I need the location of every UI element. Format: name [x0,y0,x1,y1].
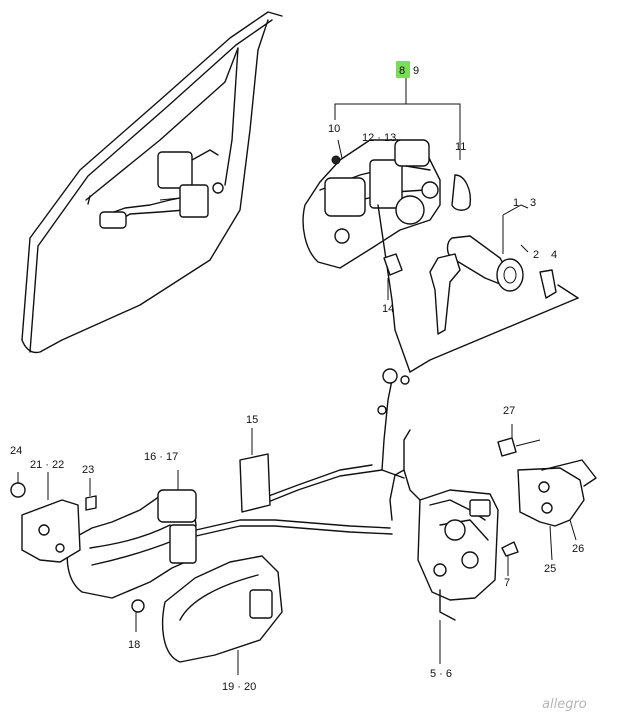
part-label-14: 14 [382,303,394,315]
inside-handle-bezel [161,555,283,675]
part-label-5-6: 5 · 6 [430,668,452,680]
part-label-7: 7 [504,577,510,589]
part-label-25: 25 [544,563,556,575]
door-latch [417,489,519,664]
part-label-27: 27 [503,405,515,417]
door-frame-outline [21,11,283,354]
outside-door-handle [302,139,472,373]
part-label-9: 9 [413,65,419,77]
linkage-rods [195,297,579,537]
part-label-24: 24 [10,445,22,457]
part-label-23: 23 [82,464,94,476]
part-label-1: 1 [513,197,519,209]
handle-bracket [10,472,97,563]
key-cylinder [429,235,579,335]
door-lock-rod-assembly-in-door [99,149,224,229]
part-label-16-17: 16 · 17 [144,451,178,463]
part-label-21-22: 21 · 22 [30,459,64,471]
part-label-2: 2 [533,249,539,261]
bolt-14 [383,253,403,300]
part-label-3: 3 [530,197,536,209]
key-cylinder-leader [502,204,529,254]
part-label-12-13: 12 · 13 [362,132,396,144]
part-label-18: 18 [128,639,140,651]
inside-door-handle [66,470,197,599]
door-striker [497,424,597,561]
part-label-19-20: 19 · 20 [222,681,256,693]
part-label-10: 10 [328,123,340,135]
watermark: allegro [542,697,587,712]
part-label-8: 8 [399,65,405,77]
screw-18 [131,599,145,632]
part-label-15: 15 [246,414,258,426]
part-label-4: 4 [551,249,557,261]
highlight-label-8-background [396,61,410,78]
part-label-26: 26 [572,543,584,555]
part-label-11: 11 [455,141,466,153]
lock-rod-protector [239,428,271,513]
